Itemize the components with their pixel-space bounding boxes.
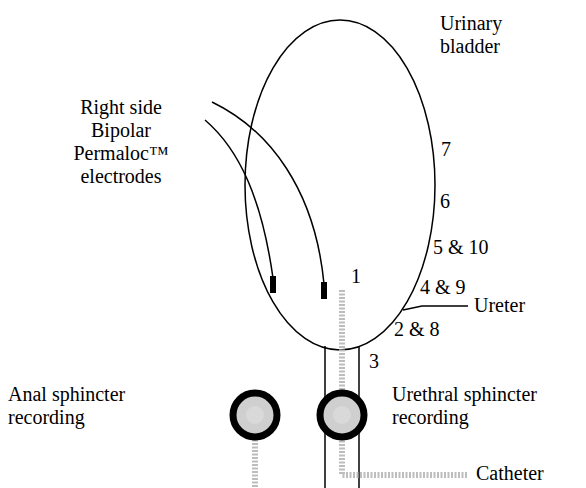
part-name: Right side Bipolar Permaloc™ electrodes	[66, 96, 176, 188]
callout-number: 5 & 10	[433, 236, 489, 259]
callout-number: 2 & 8	[394, 318, 440, 341]
ureter-line	[403, 306, 468, 310]
callout-number: 1	[351, 265, 361, 288]
part-name: Anal sphincter recording	[8, 383, 148, 429]
electrode-wire	[205, 120, 273, 278]
callout-number: 7	[441, 138, 451, 161]
callout-number: 6	[440, 190, 450, 213]
urethral-probe-tip	[333, 406, 351, 424]
part-name: Catheter	[476, 462, 544, 485]
callout-number: 3	[369, 350, 379, 373]
anal-sphincter	[233, 393, 277, 437]
electrode-contact	[270, 276, 276, 293]
part-name: Ureter	[474, 294, 525, 317]
electrode-wire	[212, 102, 324, 284]
part-name: Urethral sphincter recording	[392, 383, 562, 429]
callout-number: 4 & 9	[420, 276, 466, 299]
part-name: Urinary bladder	[440, 12, 535, 58]
electrode-contact	[321, 282, 327, 299]
catheter-tube	[342, 290, 468, 475]
anal-probe-tip	[246, 406, 264, 424]
urethral-sphincter	[320, 393, 364, 437]
